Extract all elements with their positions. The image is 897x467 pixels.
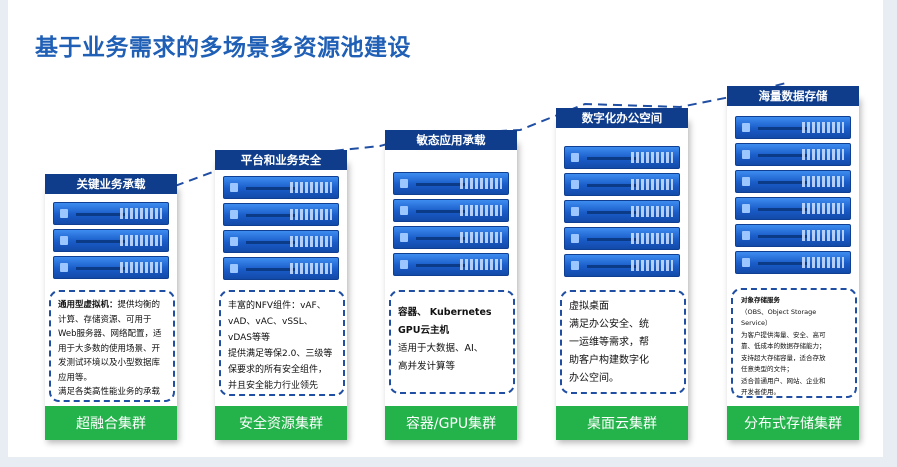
- desc-line: Service）: [741, 319, 772, 327]
- column-header: 敏态应用承载: [385, 130, 517, 150]
- server-unit: [223, 203, 339, 226]
- desc-line: 高并发计算等: [398, 361, 456, 372]
- desc-cut: 满足各类高性能业务的承载: [58, 387, 161, 397]
- server-unit: [735, 224, 851, 247]
- server-unit: [393, 199, 509, 222]
- description-box: 丰富的NFV组件：vAF、 vAD、vAC、vSSL、 vDAS等等 提供满足等…: [219, 290, 345, 396]
- desc-line: 任意类型的文件；: [741, 365, 793, 373]
- desc-line: 虚拟桌面: [569, 301, 609, 312]
- desc-line: 助客户构建数字化: [569, 355, 649, 366]
- server-unit: [393, 226, 509, 249]
- column-desktop-cloud: 数字化办公空间 虚拟桌面 满足办公安全、统 一运维等需求，帮 助客户构建数字化 …: [556, 108, 688, 440]
- desc-line: 提供满足等保2.0、三级等: [228, 349, 333, 359]
- server-unit: [393, 253, 509, 276]
- frame-right: [883, 0, 897, 467]
- column-header: 数字化办公空间: [556, 108, 688, 128]
- card-background: [556, 118, 688, 440]
- desc-line: vDAS等等: [228, 333, 270, 343]
- server-unit: [735, 116, 851, 139]
- cluster-label-text: 分布式存储集群: [744, 416, 842, 432]
- cluster-label: 安全资源集群: [215, 406, 347, 440]
- server-unit: [735, 143, 851, 166]
- card-background: [45, 186, 177, 440]
- desc-line: vAD、vAC、vSSL、: [228, 317, 313, 327]
- server-unit: [564, 173, 680, 196]
- desc-text: 提供均衡的计算、存储资源、可用于Web服务器、网络配置，适用于大多数的使用场景、…: [58, 300, 162, 383]
- description-box: 通用型虚拟机：提供均衡的计算、存储资源、可用于Web服务器、网络配置，适用于大多…: [49, 290, 175, 402]
- column-header: 平台和业务安全: [215, 150, 347, 170]
- server-unit: [393, 172, 509, 195]
- desc-bold: 通用型虚拟机：: [58, 300, 118, 310]
- desc-line-bold: 容器、 Kubernetes: [398, 307, 492, 318]
- desc-line: 满足办公安全、统: [569, 319, 649, 330]
- desc-line: 开发者使用。: [741, 388, 780, 396]
- server-unit: [223, 176, 339, 199]
- cluster-label-text: 超融合集群: [76, 416, 146, 432]
- server-unit: [53, 256, 169, 279]
- server-unit: [735, 251, 851, 274]
- desc-line: （OBS、Object Storage: [741, 307, 817, 316]
- page-title: 基于业务需求的多场景多资源池建设: [35, 35, 411, 61]
- cluster-label: 分布式存储集群: [727, 406, 859, 440]
- server-unit: [223, 257, 339, 280]
- server-unit: [53, 229, 169, 252]
- desc-line: 办公空间。: [569, 373, 619, 384]
- desc-line: 一运维等需求，帮: [569, 337, 649, 348]
- cluster-label: 超融合集群: [45, 406, 177, 440]
- desc-line: 为客户提供海量、安全、高可: [741, 330, 826, 339]
- desc-title: 对象存储服务: [741, 296, 780, 304]
- desc-line: 靠、低成本的数据存储能力；: [741, 342, 826, 350]
- server-unit: [223, 230, 339, 253]
- server-unit: [564, 146, 680, 169]
- server-unit: [564, 200, 680, 223]
- column-header: 海量数据存储: [727, 86, 859, 106]
- server-unit: [735, 170, 851, 193]
- desc-line: 丰富的NFV组件：vAF、: [228, 301, 326, 311]
- cluster-label: 桌面云集群: [556, 406, 688, 440]
- desc-line: 适合普通用户、网站、企业和: [741, 376, 826, 385]
- cluster-label-text: 桌面云集群: [587, 416, 657, 432]
- description-box: 对象存储服务 （OBS、Object Storage Service） 为客户提…: [731, 288, 857, 398]
- column-hyperconverged: 关键业务承载 通用型虚拟机：提供均衡的计算、存储资源、可用于Web服务器、网络配…: [45, 174, 177, 440]
- column-distributed-storage: 海量数据存储 对象存储服务 （OBS、Object Storage Servic…: [727, 86, 859, 440]
- desc-line: 支持超大存储容量，适合存放: [741, 353, 826, 362]
- frame-bottom: [0, 457, 897, 467]
- desc-line-bold: GPU云主机: [398, 325, 449, 336]
- desc-line: 保要求的所有安全组件，: [228, 365, 328, 375]
- server-unit: [735, 197, 851, 220]
- column-container-gpu: 敏态应用承载 容器、 Kubernetes GPU云主机 适用于大数据、AI、 …: [385, 130, 517, 440]
- frame-left: [0, 0, 8, 467]
- cluster-label: 容器/GPU集群: [385, 406, 517, 440]
- server-unit: [53, 202, 169, 225]
- description-box: 虚拟桌面 满足办公安全、统 一运维等需求，帮 助客户构建数字化 办公空间。: [560, 290, 686, 394]
- cluster-label-text: 安全资源集群: [239, 416, 323, 432]
- desc-line: 适用于大数据、AI、: [398, 343, 484, 354]
- server-unit: [564, 227, 680, 250]
- cluster-label-text: 容器/GPU集群: [405, 416, 497, 432]
- column-security: 平台和业务安全 丰富的NFV组件：vAF、 vAD、vAC、vSSL、 vDAS…: [215, 150, 347, 440]
- server-unit: [564, 254, 680, 277]
- column-header: 关键业务承载: [45, 174, 177, 194]
- description-box: 容器、 Kubernetes GPU云主机 适用于大数据、AI、 高并发计算等: [389, 290, 515, 394]
- desc-line: 并且安全能力行业领先: [228, 381, 319, 391]
